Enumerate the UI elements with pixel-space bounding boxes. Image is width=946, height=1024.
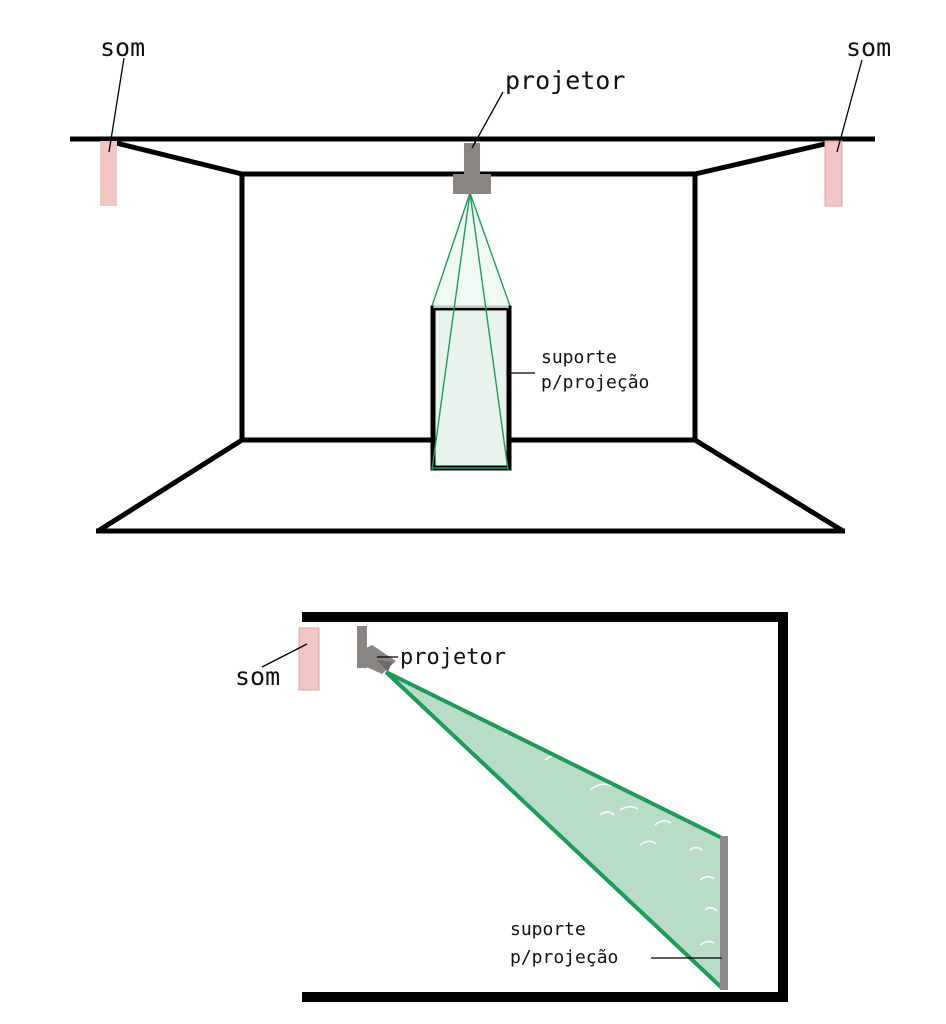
leader-sound-side [261, 643, 308, 668]
projection-support [430, 305, 512, 471]
projector-beam-side [384, 670, 724, 990]
speaker-left-icon [100, 141, 117, 206]
speaker-right-icon [824, 140, 843, 207]
label-sound-left: som [100, 33, 145, 62]
side-view: som projetor suporte p/projeção [235, 612, 788, 1002]
label-sound-right: som [846, 33, 891, 62]
projector-beam [431, 192, 511, 471]
projector-side-icon [357, 626, 396, 674]
label-projector-side: projetor [400, 645, 506, 670]
label-support-side-line1: suporte [510, 919, 586, 940]
leader-sound-right [836, 59, 863, 153]
label-support-side-line2: p/projeção [510, 947, 618, 968]
label-sound-side: som [235, 662, 280, 691]
ceiling-edges [70, 136, 875, 177]
perspective-view: som som projetor suporte p/projeção [70, 33, 891, 534]
leader-sound-left [108, 57, 125, 153]
leader-projector [471, 91, 504, 149]
projector-icon [453, 143, 491, 194]
room-walls [302, 612, 788, 1002]
label-support-line2: p/projeção [541, 372, 649, 393]
label-support-line1: suporte [541, 347, 617, 368]
label-projector: projetor [505, 66, 625, 95]
floor-edges [96, 437, 845, 534]
speaker-side-icon [298, 627, 320, 691]
projection-screen-side [720, 836, 728, 990]
